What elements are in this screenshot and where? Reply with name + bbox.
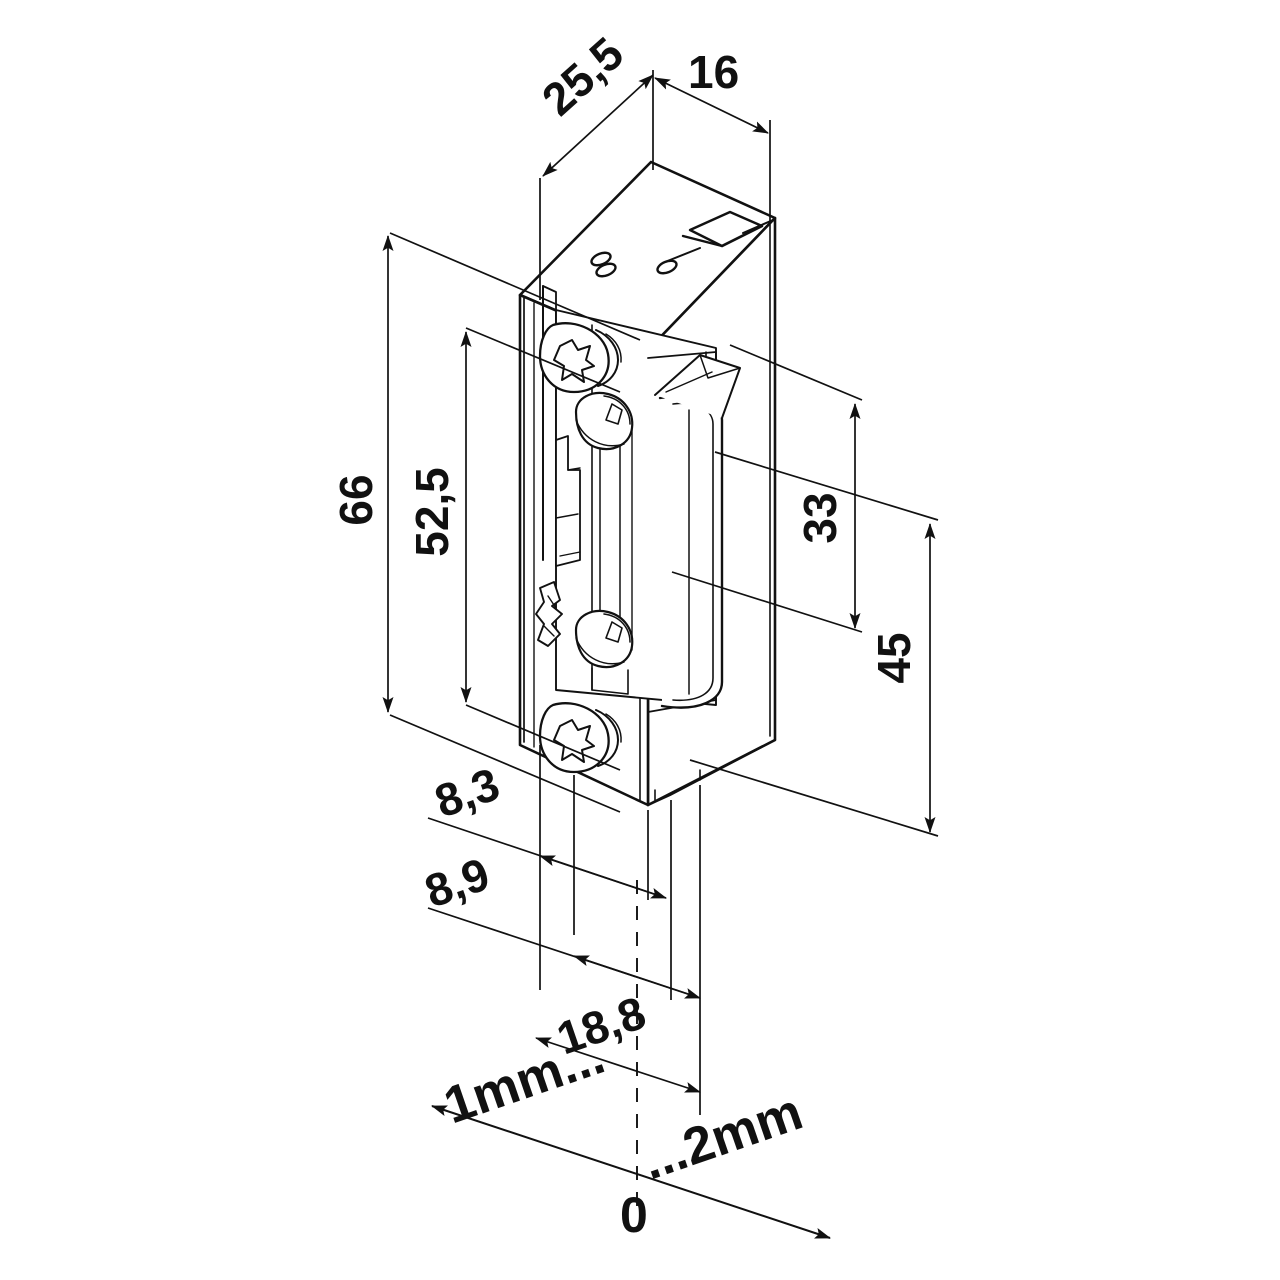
label-zero: 0	[620, 1187, 648, 1243]
dim-line-8-9-left	[573, 955, 701, 999]
label-16: 16	[688, 46, 739, 98]
ext-66-top	[389, 232, 641, 341]
label-33: 33	[794, 492, 846, 543]
bottom-edge	[646, 738, 777, 807]
label-tolerance-right: ...2mm	[635, 1083, 810, 1191]
label-tolerance-left: 1mm...	[437, 1027, 612, 1135]
dimension-lines	[382, 70, 939, 1239]
spring-clip	[535, 581, 563, 647]
dim-line-16	[654, 77, 769, 134]
tolerance-arrow	[431, 1105, 831, 1239]
dim-line-8-3-left	[539, 855, 667, 899]
upper-cam	[574, 391, 634, 451]
dim-line-18-8	[535, 1037, 701, 1093]
upper-screw	[538, 322, 622, 394]
label-25-5: 25,5	[532, 27, 633, 126]
ext-52-bottom	[465, 704, 621, 771]
strike-body-geometry	[518, 160, 777, 807]
dim-line-25-5	[542, 74, 654, 177]
ext-45-top	[714, 451, 939, 521]
ext-45-bottom	[689, 759, 939, 837]
label-66: 66	[330, 474, 382, 525]
label-45: 45	[868, 632, 920, 683]
lower-cam	[574, 609, 634, 695]
ext-33-top	[729, 344, 863, 401]
ext-66-bottom	[389, 714, 621, 813]
label-8-3: 8,3	[428, 757, 505, 827]
latch-keeper	[654, 354, 741, 709]
top-face	[518, 160, 777, 352]
ext-52-top	[465, 327, 621, 393]
internal-notch	[555, 435, 581, 567]
label-8-9: 8,9	[418, 847, 495, 917]
ext-33-bottom	[671, 571, 863, 633]
label-52-5: 52,5	[406, 467, 458, 557]
